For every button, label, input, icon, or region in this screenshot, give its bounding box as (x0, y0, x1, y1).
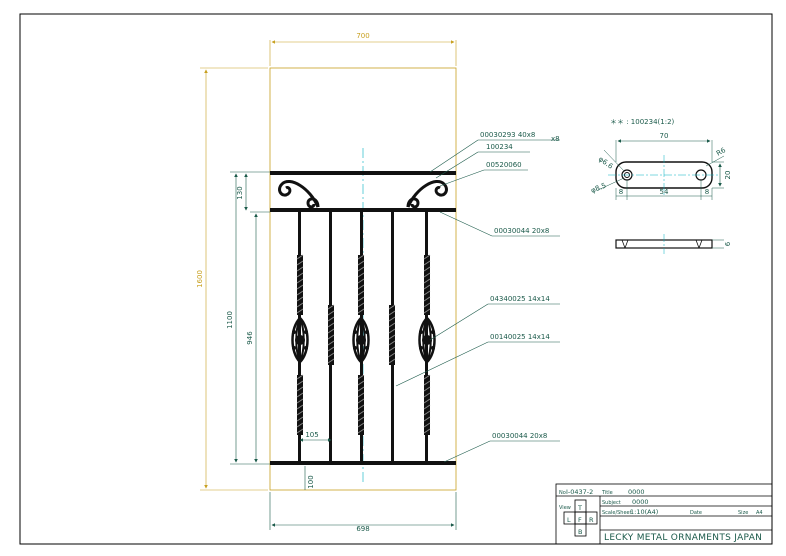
main-elevation: 700 1600 1100 946 130 (196, 32, 457, 533)
dim-bar-spacing: 105 (305, 431, 318, 439)
detail-title: ＊＊ : 100234(1:2) (610, 118, 675, 126)
tb-no-label: No (559, 490, 566, 496)
tb-view-label: View (559, 505, 571, 511)
dim-frame-height: 1100 (226, 311, 234, 329)
callout-top-rail-qty: x8 (551, 135, 560, 143)
tb-view-t: T (577, 504, 582, 512)
callout-bottom-rail: 00030044 20x8 (492, 432, 547, 440)
detail-dim-right: 8 (705, 188, 709, 196)
tb-view-l: L (567, 516, 571, 524)
title-block (555, 483, 773, 545)
callout-twist-bar: 00140025 14x14 (490, 333, 550, 341)
sheet-border (19, 13, 773, 545)
detail-dim-center: 54 (660, 188, 669, 196)
dim-inner-height: 946 (246, 331, 254, 345)
dim-bottom-offset: 100 (307, 475, 315, 488)
tb-scale-value: 1:10(A4) (630, 508, 658, 516)
dim-total-height: 1600 (196, 270, 204, 288)
tb-subject-label: Subject (602, 500, 621, 506)
callout-basket-bar: 04340025 14x14 (490, 295, 550, 303)
dim-top-band: 130 (236, 186, 244, 199)
tb-drawing-no: I-0437-2 (566, 488, 593, 496)
tb-view-f: F (578, 516, 582, 524)
tb-subject-value: 0000 (632, 498, 649, 506)
tb-title-label: Title (601, 490, 613, 496)
callout-scroll: 00520060 (486, 161, 522, 169)
dim-top-width: 700 (356, 32, 369, 40)
detail-dim-height: 20 (724, 171, 732, 180)
detail-view: ＊＊ : 100234(1:2) 70 φ6.6 φ8.5 R6 20 8 54 (590, 118, 732, 254)
tb-size-value: A4 (756, 510, 763, 516)
detail-dim-thickness: 6 (724, 241, 732, 246)
detail-dim-left: 8 (619, 188, 623, 196)
tb-title-value: 0000 (628, 488, 645, 496)
tb-scale-label: Scale/Sheet (602, 510, 632, 516)
dim-bottom-width: 698 (356, 525, 369, 533)
tb-date-label: Date (690, 510, 702, 516)
callouts (395, 139, 560, 463)
tb-view-r: R (589, 516, 594, 524)
callout-mid-rail: 00030044 20x8 (494, 227, 549, 235)
detail-dim-hole: φ6.6 (597, 155, 615, 171)
detail-dim-width: 70 (660, 132, 669, 140)
tb-size-label: Size (738, 510, 748, 516)
detail-dim-hole-2: φ8.5 (590, 182, 608, 195)
callout-top-rail: 00030293 40x8 (480, 131, 535, 139)
tb-view-b: B (578, 528, 582, 536)
callout-bracket: 100234 (486, 143, 513, 151)
tb-company: LECKY METAL ORNAMENTS JAPAN (604, 533, 762, 543)
detail-dim-radius: R6 (715, 146, 728, 158)
